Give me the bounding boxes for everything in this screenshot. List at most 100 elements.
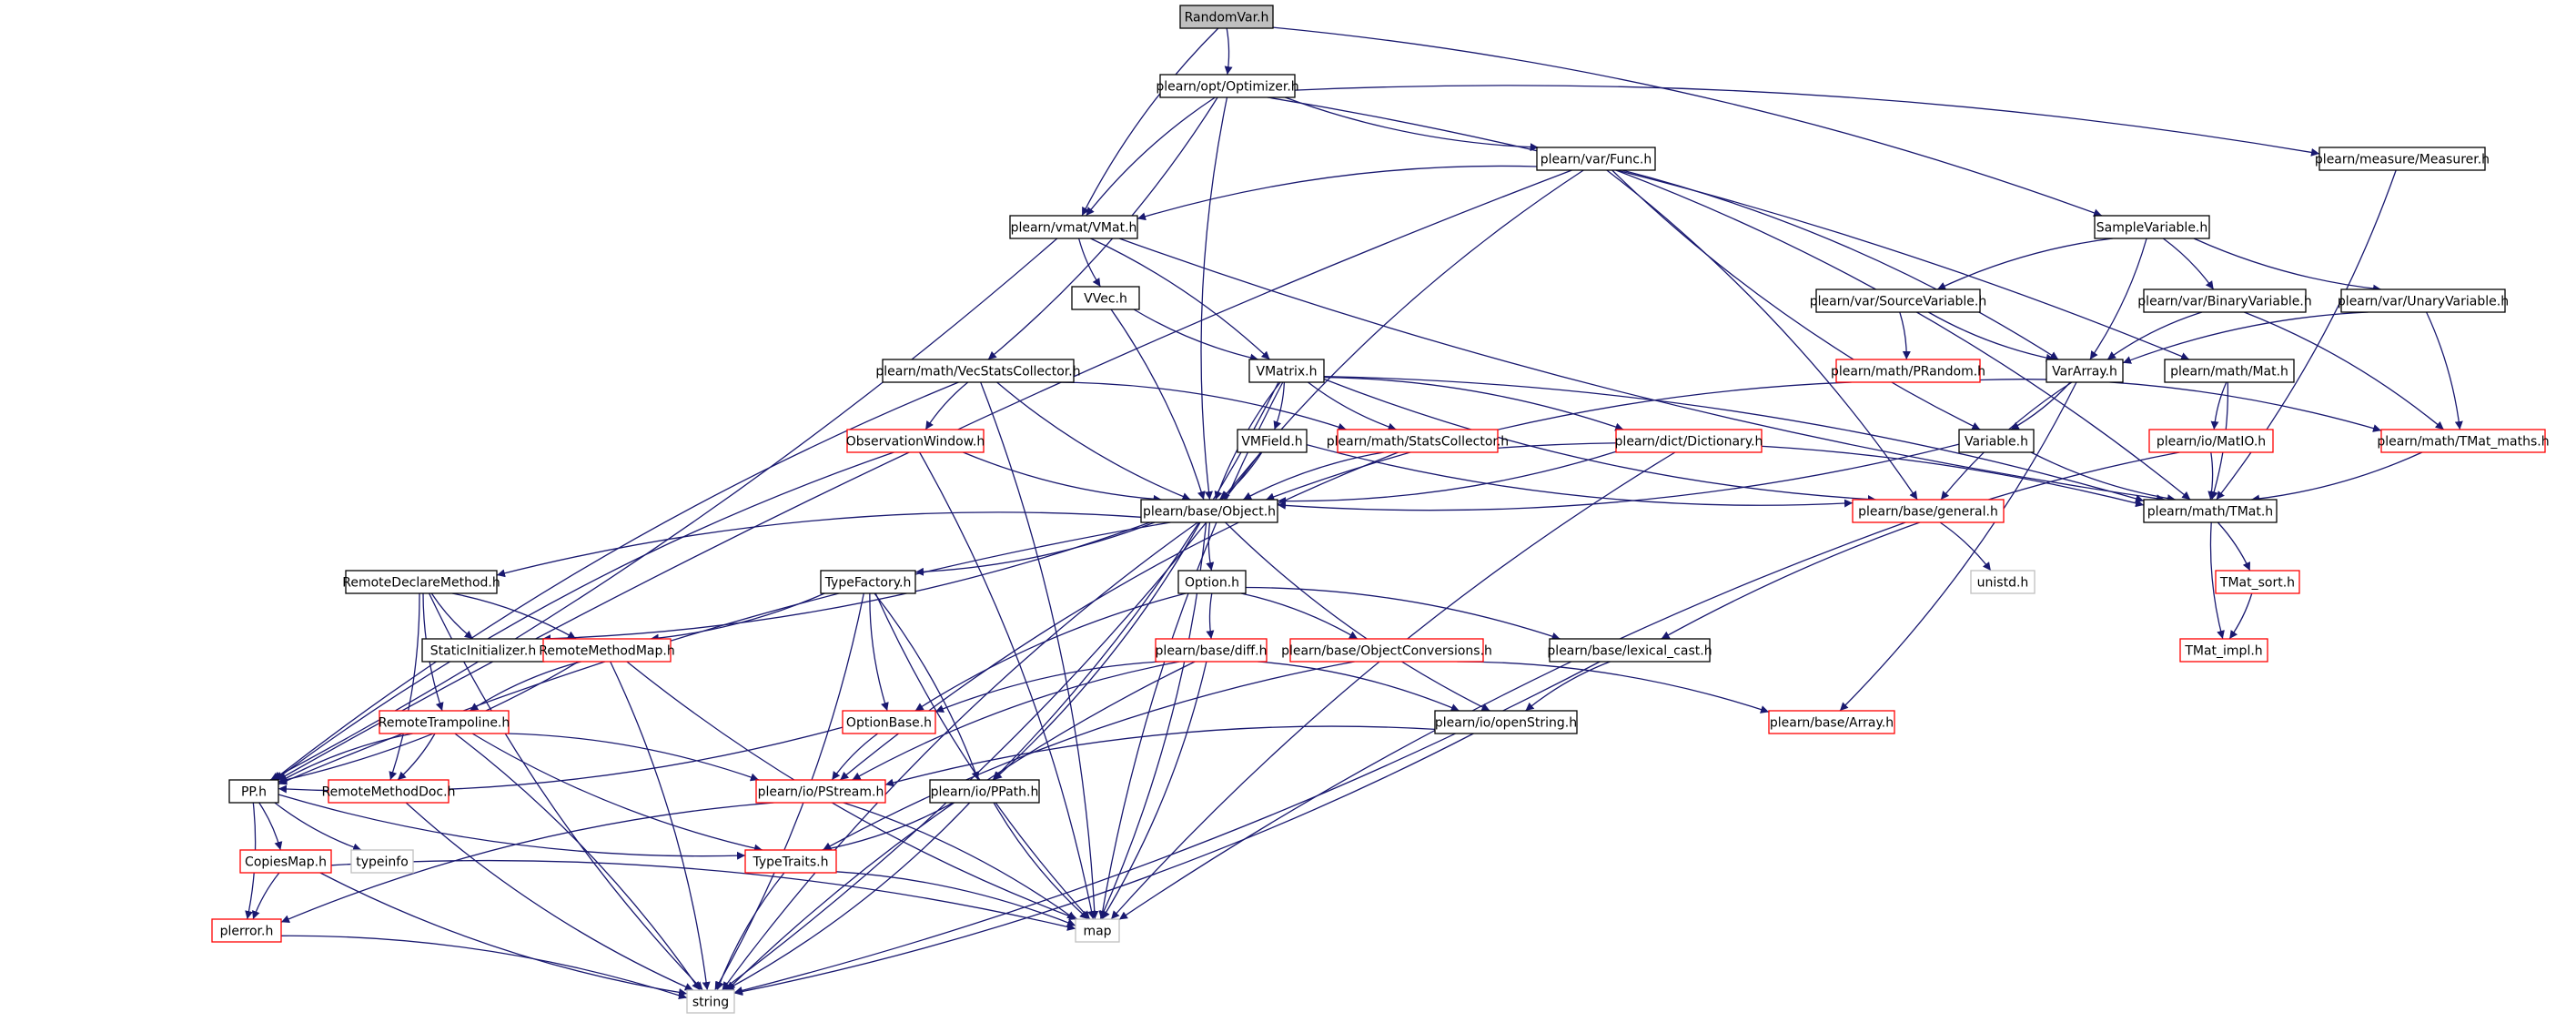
graph-node-SourceVariable[interactable]: plearn/var/SourceVariable.h [1810,288,1987,313]
node-box [1159,74,1296,98]
graph-node-MathMat[interactable]: plearn/math/Mat.h [2164,359,2295,383]
node-label: plearn/var/SourceVariable.h [1810,295,1987,309]
graph-node-Object[interactable]: plearn/base/Object.h [1140,499,1278,523]
graph-node-Func[interactable]: plearn/var/Func.h [1536,147,1656,171]
dependency-edge-ObservationWindow-to-PP [275,451,894,781]
node-box [1140,499,1278,523]
dependency-edge-PStream-to-Plerror [280,802,774,923]
dependency-edge-StatsCollector-to-TMat [1497,441,2145,508]
graph-node-Diff[interactable]: plearn/base/diff.h [1155,638,1268,663]
dependency-edge-OpenString-to-String [733,733,1474,997]
dependency-edge-MathMat-to-MatIO [2210,381,2227,430]
node-label: plearn/vmat/VMat.h [1011,221,1137,236]
graph-node-StaticInitializer[interactable]: StaticInitializer.h [421,638,545,663]
node-label: VMatrix.h [1257,365,1318,379]
graph-node-TypeTraits[interactable]: TypeTraits.h [744,849,837,874]
dependency-edge-SourceVariable-to-VarArray [1927,311,2055,362]
graph-node-LexicalCast[interactable]: plearn/base/lexical_cast.h [1547,638,1712,663]
graph-node-PRandom[interactable]: plearn/math/PRandom.h [1831,359,1985,383]
dependency-edge-TMat-to-TMatImpl [2209,521,2225,640]
dependency-edge-BinaryVariable-to-TMatMaths [2244,311,2445,430]
graph-node-String: string [686,989,735,1014]
graph-node-VMField[interactable]: VMField.h [1237,429,1308,453]
graph-node-Plerror[interactable]: plerror.h [211,918,282,943]
graph-node-MatIO[interactable]: plearn/io/MatIO.h [2148,429,2274,453]
dependency-edge-VMField-to-General [1306,443,1854,508]
node-box [1071,286,1140,310]
node-label: unistd.h [1977,576,2029,591]
node-label: SampleVariable.h [2096,221,2208,236]
graph-node-PStream[interactable]: plearn/io/PStream.h [755,779,886,804]
node-label: OptionBase.h [846,716,932,731]
graph-node-RemoteTrampoline[interactable]: RemoteTrampoline.h [379,710,510,734]
node-box [2318,147,2486,171]
graph-node-VVec[interactable]: VVec.h [1071,286,1140,310]
dependency-edge-VMatrix-to-StatsCollector [1308,381,1397,431]
dependency-edge-VecStatsCollector-to-PP [273,381,959,781]
node-box [1248,359,1325,383]
graph-node-BaseArray[interactable]: plearn/base/Array.h [1768,710,1895,734]
node-label: PP.h [241,785,267,800]
dependency-edge-TypeTraits-to-Map [835,871,1076,926]
graph-node-Optimizer[interactable]: plearn/opt/Optimizer.h [1156,74,1299,98]
dependency-edge-SampleVariable-to-BinaryVariable [2162,238,2215,290]
graph-node-OptionBase[interactable]: OptionBase.h [842,710,936,734]
graph-node-StatsCollector[interactable]: plearn/math/StatsCollector.h [1327,429,1509,453]
graph-node-Measurer[interactable]: plearn/measure/Measurer.h [2315,147,2490,171]
graph-node-TMat[interactable]: plearn/math/TMat.h [2143,499,2278,523]
dependency-edge-RemoteTrampoline-to-TypeTraits [471,733,763,853]
dependency-edge-VecStatsCollector-to-ObservationWindow [924,381,969,430]
graph-node-General[interactable]: plearn/base/general.h [1852,499,2005,523]
dependency-edge-SampleVariable-to-VarArray [2089,238,2147,360]
graph-node-BinaryVariable[interactable]: plearn/var/BinaryVariable.h [2137,288,2312,313]
graph-node-VarArray[interactable]: VarArray.h [2046,359,2124,383]
dependency-edge-Func-to-PP [278,169,1572,781]
graph-node-ObservationWindow[interactable]: ObservationWindow.h [846,429,985,453]
graph-node-CopiesMap[interactable]: CopiesMap.h [239,849,332,874]
node-box [542,638,672,663]
node-label: VMField.h [1241,435,1302,450]
dependency-edge-PRandom-to-Object [1266,381,1852,501]
dependency-edge-Object-to-String [722,521,1198,991]
dependency-edge-RemoteDeclareMethod-to-StaticInitializer [430,592,474,640]
graph-node-Option[interactable]: Option.h [1177,570,1247,594]
node-label: VarArray.h [2052,365,2117,379]
node-box [328,779,450,804]
dependency-edge-PPath-to-String [724,802,971,991]
graph-node-ObjectConversions[interactable]: plearn/base/ObjectConversions.h [1281,638,1492,663]
node-label: plearn/measure/Measurer.h [2315,153,2490,167]
graph-node-TMatMaths[interactable]: plearn/math/TMat_maths.h [2377,429,2550,453]
graph-node-RemoteMethodDoc[interactable]: RemoteMethodDoc.h [322,779,456,804]
graph-node-PPath[interactable]: plearn/io/PPath.h [929,779,1040,804]
graph-node-PP[interactable]: PP.h [228,779,279,804]
graph-node-TMatSort[interactable]: TMat_sort.h [2215,570,2300,594]
graph-node-TypeFactory[interactable]: TypeFactory.h [820,570,916,594]
node-box [1434,710,1578,734]
graph-node-UnaryVariable[interactable]: plearn/var/UnaryVariable.h [2338,288,2509,313]
dependency-edge-VecStatsCollector-to-StatsCollector [1049,381,1347,431]
dependency-edge-Diff-to-OpenString [1258,661,1460,712]
graph-node-RemoteMethodMap[interactable]: RemoteMethodMap.h [539,638,675,663]
graph-node-SampleVariable[interactable]: SampleVariable.h [2094,215,2210,239]
node-label: typeinfo [356,855,409,870]
node-label: RemoteMethodMap.h [539,644,674,659]
graph-node-RemoteDeclareMethod[interactable]: RemoteDeclareMethod.h [342,570,500,594]
graph-node-Variable[interactable]: Variable.h [1958,429,2035,453]
graph-node-Dictionary[interactable]: plearn/dict/Dictionary.h [1615,429,1763,453]
graph-node-VMat[interactable]: plearn/vmat/VMat.h [1009,215,1138,239]
node-label: plearn/math/StatsCollector.h [1327,435,1509,450]
graph-node-TMatImpl[interactable]: TMat_impl.h [2179,638,2268,663]
dependency-edge-MatIO-to-TMat [2207,451,2217,501]
node-label: plearn/opt/Optimizer.h [1156,80,1298,95]
dependency-edge-SampleVariable-to-UnaryVariable [2193,238,2382,293]
node-box [1835,359,1981,383]
node-label: plearn/var/Func.h [1541,153,1652,167]
dependency-edge-TMatSort-to-TMatImpl [2228,592,2253,640]
node-box [929,779,1040,804]
graph-node-OpenString[interactable]: plearn/io/openString.h [1434,710,1578,734]
dependency-edge-General-to-Unistd [1939,521,1992,572]
graph-node-VMatrix[interactable]: VMatrix.h [1248,359,1325,383]
dependency-edge-Option-to-Diff [1206,592,1215,640]
graph-node-VecStatsCollector[interactable]: plearn/math/VecStatsCollector.h [875,359,1081,383]
dependency-edge-Optimizer-to-Measurer [1294,85,2320,157]
